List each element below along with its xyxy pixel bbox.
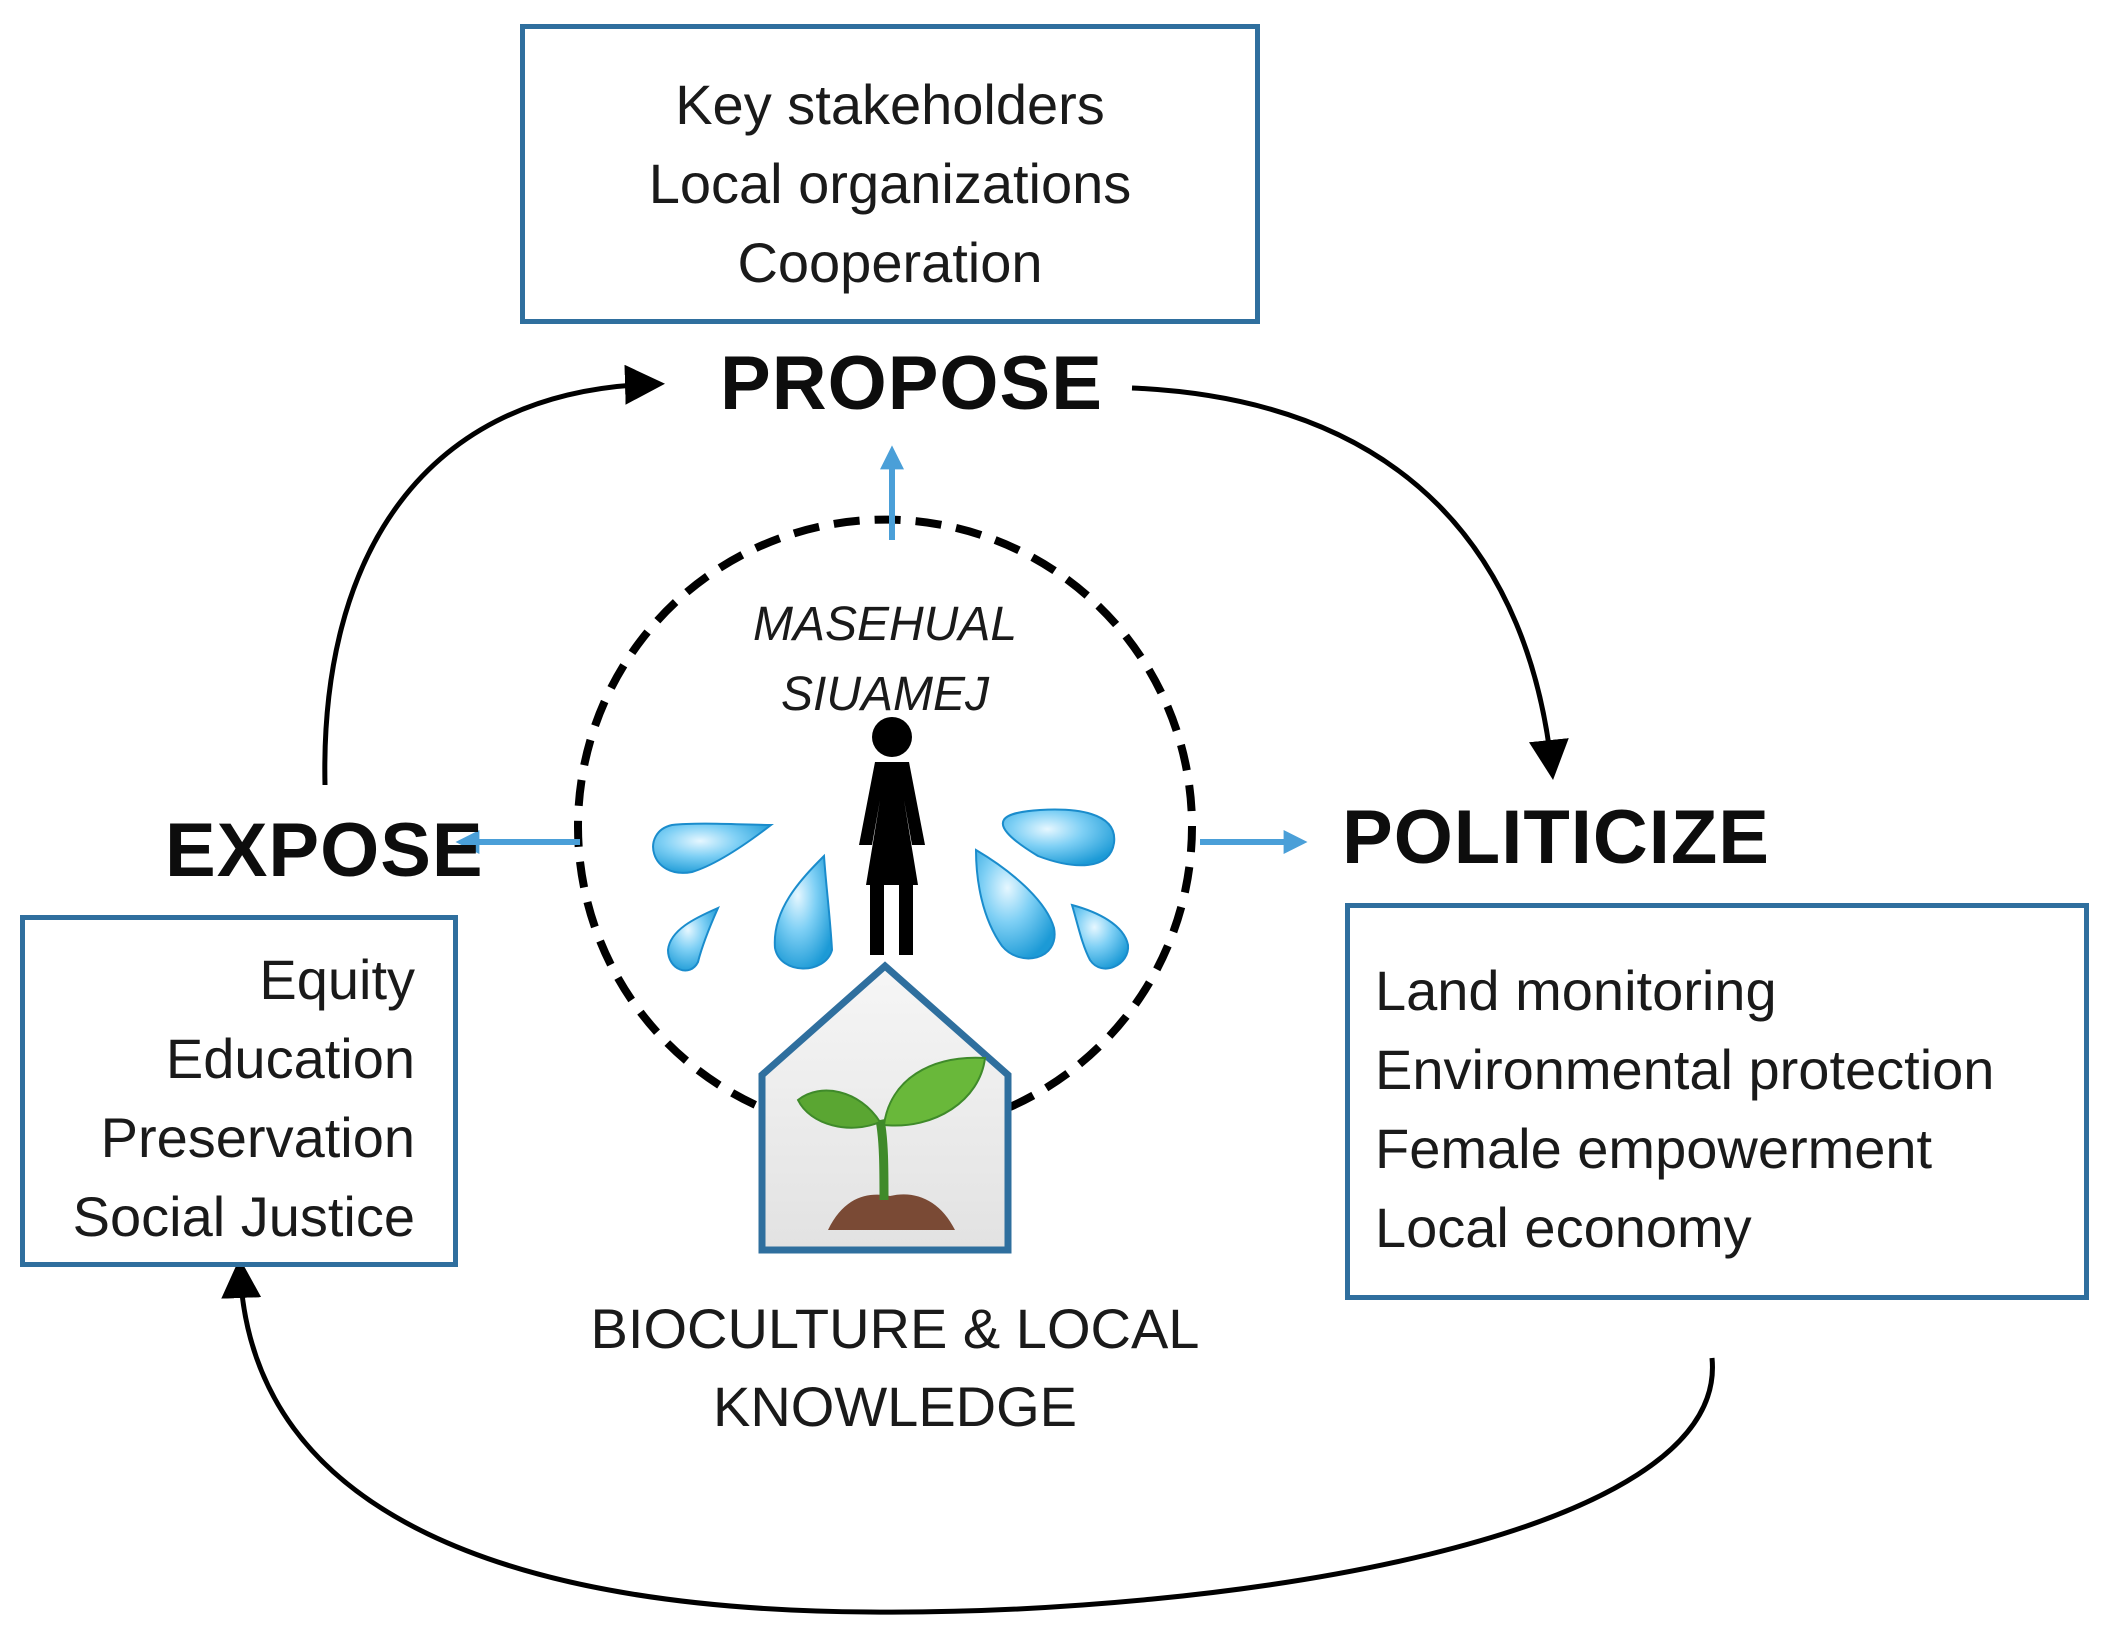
- bioculture-label-line: BIOCULTURE & LOCAL: [590, 1297, 1200, 1360]
- expose-item: Education: [165, 1027, 415, 1090]
- politicize-label: POLITICIZE: [1342, 795, 1770, 880]
- expose-item: Equity: [259, 948, 415, 1011]
- propose-label: PROPOSE: [720, 341, 1103, 426]
- water-drop-icon: [652, 808, 1130, 972]
- greenhouse-icon: [758, 961, 1012, 1254]
- expose-label: EXPOSE: [165, 808, 484, 893]
- propose-box: Key stakeholders Local organizations Coo…: [520, 24, 1260, 324]
- center-name-line: SIUAMEJ: [780, 668, 990, 721]
- expose-box: Equity Education Preservation Social Jus…: [20, 915, 458, 1267]
- woman-figure-icon: [859, 717, 925, 955]
- bioculture-label: BIOCULTURE & LOCAL KNOWLEDGE: [575, 1290, 1215, 1446]
- cycle-arrow-politicize-to-expose: [221, 1258, 1715, 1615]
- cycle-arrow-expose-to-propose: [322, 364, 665, 786]
- dashed-circle: [574, 515, 1196, 1111]
- politicize-item: Female empowerment: [1375, 1117, 1933, 1180]
- bioculture-label-line: KNOWLEDGE: [712, 1375, 1078, 1438]
- politicize-item: Land monitoring: [1375, 959, 1777, 1022]
- cycle-arrow-propose-to-politicize: [1131, 385, 1569, 780]
- politicize-box: Land monitoring Environmental protection…: [1345, 903, 2089, 1300]
- politicize-item: Local economy: [1375, 1196, 1752, 1259]
- propose-item: Cooperation: [737, 231, 1043, 294]
- expose-item: Social Justice: [72, 1185, 415, 1248]
- expose-item: Preservation: [100, 1106, 415, 1169]
- propose-item: Key stakeholders: [675, 73, 1105, 136]
- seedling-icon: [796, 1056, 987, 1230]
- center-name-line: MASEHUAL: [752, 598, 1018, 651]
- propose-item: Local organizations: [648, 152, 1132, 215]
- politicize-item: Environmental protection: [1375, 1038, 1995, 1101]
- center-name: MASEHUAL SIUAMEJ: [700, 590, 1070, 730]
